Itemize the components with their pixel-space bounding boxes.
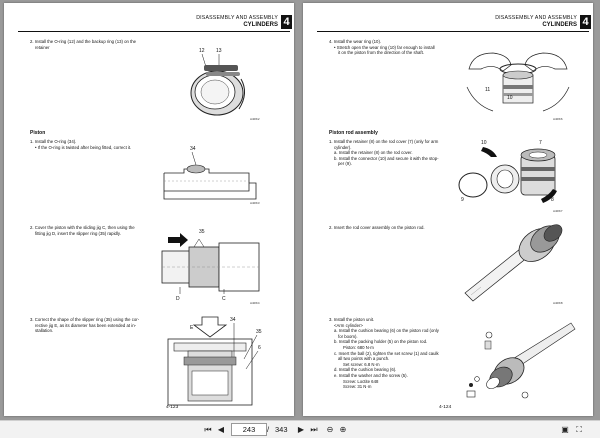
pdf-viewer-toolbar: ⏮ ◀ / 343 ▶ ⏭ ⊖ ⊕ ▣ ⛶ bbox=[0, 420, 600, 438]
slipper-ring-jig-figure: 35 D C bbox=[161, 229, 260, 302]
retainer-figure: 12 13 bbox=[190, 48, 245, 116]
header-rule bbox=[317, 31, 589, 32]
figure-label: 10 bbox=[507, 95, 513, 101]
figure-code: A4RK4 bbox=[250, 301, 260, 305]
zoom-in-icon[interactable]: ⊕ bbox=[339, 425, 347, 434]
right-manual-page: DISASSEMBLY AND ASSEMBLY CYLINDERS 4 4. … bbox=[303, 3, 593, 416]
header-subtitle: CYLINDERS bbox=[542, 22, 577, 28]
header-title: DISASSEMBLY AND ASSEMBLY bbox=[196, 15, 278, 21]
figure-label: C bbox=[222, 296, 226, 302]
page-header: DISASSEMBLY AND ASSEMBLY CYLINDERS bbox=[495, 15, 577, 29]
step-text: 1. Install the O-ring (34). • If the O-r… bbox=[30, 139, 132, 150]
section-heading: Piston bbox=[30, 130, 46, 136]
page-total: 343 bbox=[275, 425, 288, 434]
piston-unit-figure bbox=[466, 322, 576, 399]
previous-page-icon[interactable]: ◀ bbox=[217, 425, 225, 434]
step-text: 3. Correct the shape of the slipper ring… bbox=[30, 317, 140, 334]
figure-label: E bbox=[190, 325, 194, 331]
page-number: 4-123 bbox=[166, 405, 179, 410]
step-text: 1. Install the retainer (8) on the rod c… bbox=[329, 139, 439, 167]
figure-label: 7 bbox=[539, 140, 542, 146]
page-number: 4-124 bbox=[439, 405, 452, 410]
corrective-jig-figure: E 34 35 6 bbox=[167, 316, 262, 406]
step-text: 3. Install the piston unit. <Arm cylinde… bbox=[329, 317, 439, 390]
page-number-input[interactable] bbox=[231, 423, 267, 436]
figure-code: A4RK3 bbox=[250, 201, 260, 205]
figure-label: 9 bbox=[461, 197, 464, 203]
step-text: 2. Cover the piston with the sliding jig… bbox=[30, 225, 135, 236]
fullscreen-icon[interactable]: ⛶ bbox=[576, 425, 582, 434]
figure-label: 8 bbox=[551, 197, 554, 203]
page-header: DISASSEMBLY AND ASSEMBLY CYLINDERS bbox=[196, 15, 278, 29]
figure-label: 10 bbox=[481, 140, 487, 146]
next-page-icon[interactable]: ▶ bbox=[297, 425, 305, 434]
piston-rod-figure bbox=[464, 224, 563, 302]
first-page-icon[interactable]: ⏮ bbox=[204, 425, 212, 434]
header-rule bbox=[18, 31, 290, 32]
wear-ring-figure: 11 10 bbox=[466, 52, 570, 112]
figure-label: 12 bbox=[199, 48, 205, 54]
figure-code: A4RK8 bbox=[553, 301, 563, 305]
figure-label: D bbox=[176, 296, 180, 302]
header-title: DISASSEMBLY AND ASSEMBLY bbox=[495, 15, 577, 21]
figure-label: 34 bbox=[190, 146, 196, 152]
step-text: 2. Insert the rod cover assembly on the … bbox=[329, 225, 425, 230]
rod-cover-parts-figure: 10 7 8 9 bbox=[458, 140, 557, 203]
piston-oring-figure: 34 bbox=[163, 146, 257, 200]
step-text: 4. Install the wear ring (10). • Stretch… bbox=[329, 39, 435, 56]
figure-label: 35 bbox=[256, 329, 262, 335]
zoom-out-icon[interactable]: ⊖ bbox=[326, 425, 334, 434]
page-separator: / bbox=[267, 425, 270, 434]
figure-label: 13 bbox=[216, 48, 222, 54]
figure-label: 35 bbox=[199, 229, 205, 235]
left-manual-page: DISASSEMBLY AND ASSEMBLY CYLINDERS 4 2. … bbox=[4, 3, 294, 416]
figure-code: A4RK7 bbox=[553, 209, 563, 213]
figure-code: A4RK6 bbox=[553, 117, 563, 121]
step-text: 2. Install the O-ring (12) and the backu… bbox=[30, 39, 137, 50]
chapter-badge: 4 bbox=[580, 15, 591, 29]
figure-label: 11 bbox=[485, 87, 490, 93]
section-heading: Piston rod assembly bbox=[329, 130, 378, 136]
last-page-icon[interactable]: ⏭ bbox=[310, 425, 318, 434]
chapter-badge: 4 bbox=[281, 15, 292, 29]
figure-label: 6 bbox=[258, 345, 261, 351]
header-subtitle: CYLINDERS bbox=[243, 22, 278, 28]
figure-code: A4RK2 bbox=[250, 117, 260, 121]
fit-icon[interactable]: ▣ bbox=[561, 425, 569, 434]
figure-label: 34 bbox=[230, 317, 236, 323]
